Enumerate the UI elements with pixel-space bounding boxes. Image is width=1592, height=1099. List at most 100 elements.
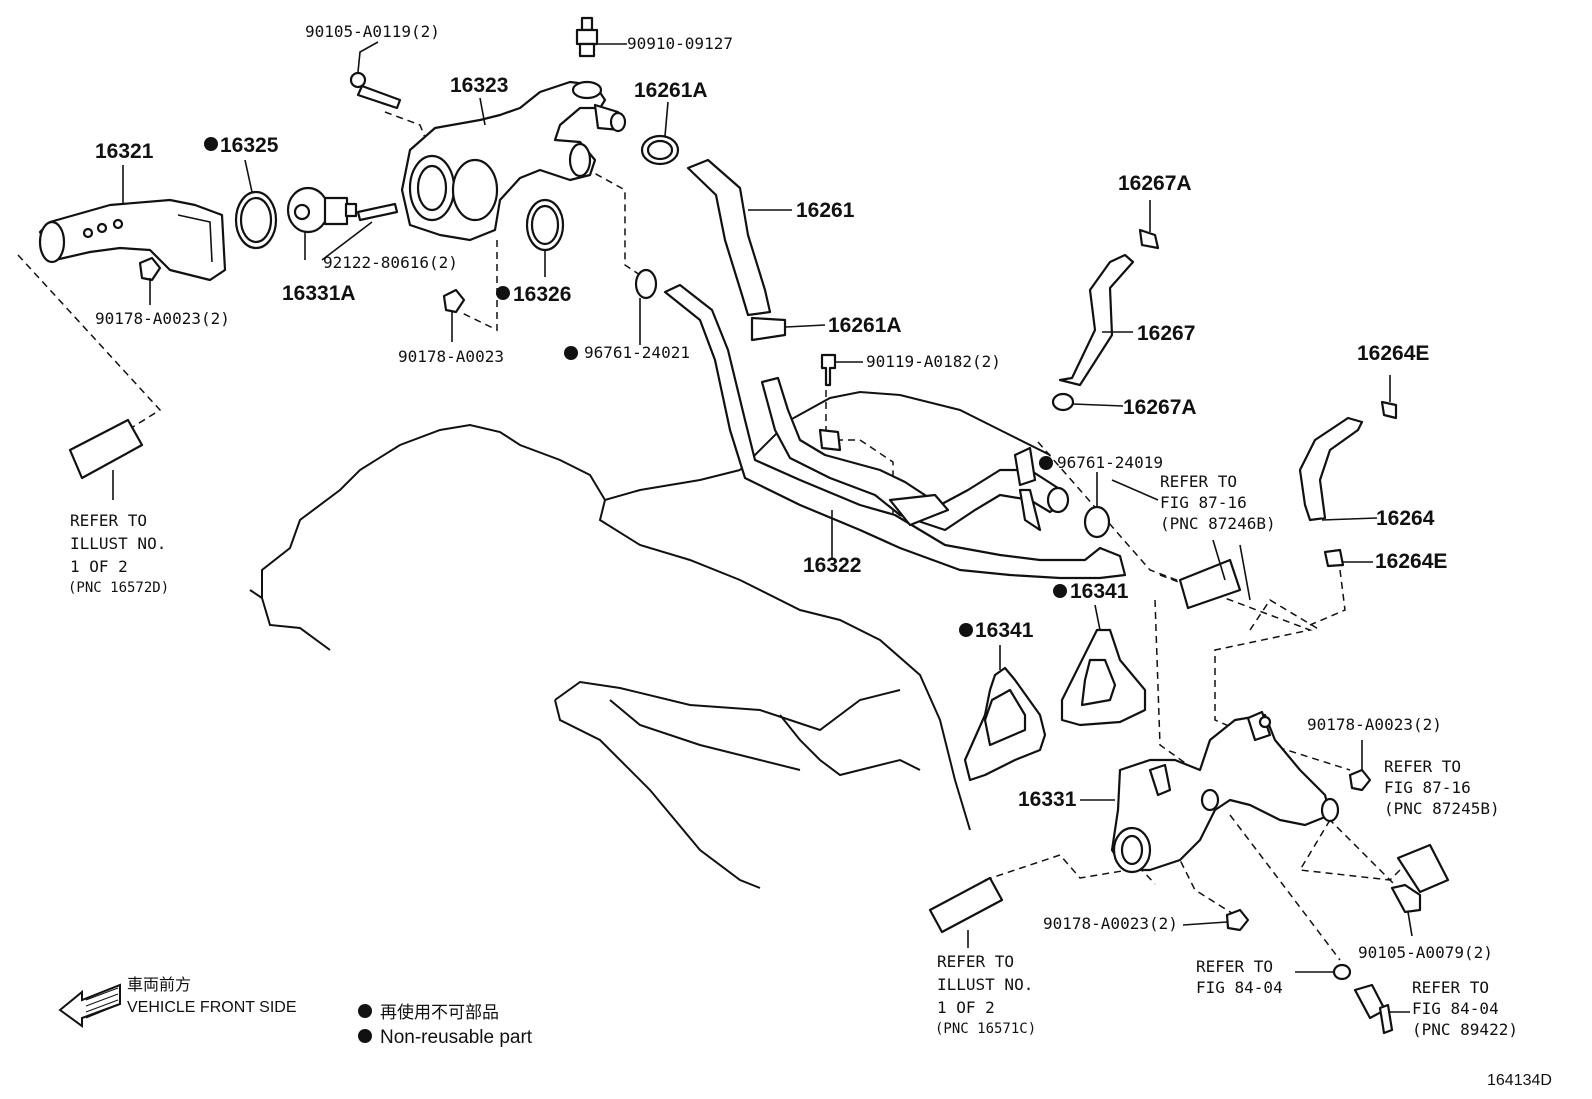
non-reusable-mark-16326 [496,286,510,300]
label-90178-A0023-right: 90178-A0023(2) [1307,715,1442,734]
legend-dot-en [358,1029,372,1043]
refer-fig8716-lower: REFER TO FIG 87-16 (PNC 87245B) [1384,757,1500,818]
label-90178-A0023-left: 90178-A0023(2) [95,309,230,328]
refer-left-line3: 1 OF 2 [70,557,128,576]
water-bypass-pipe-16322 [663,283,1127,580]
label-16261: 16261 [796,199,855,222]
refer-fig8404-line1: REFER TO [1196,957,1273,976]
label-16267A-top: 16267A [1118,172,1192,195]
hose-16261 [686,158,772,317]
refer-bottom-line3: 1 OF 2 [937,998,995,1017]
hose-stub-fig8716-lower [1396,843,1450,894]
water-inlet-16331 [1110,710,1340,874]
refer-bottom-line1: REFER TO [937,952,1014,971]
water-inlet-housing-16323 [400,80,627,242]
nut-90178-right [1348,768,1372,792]
engine-block-outline [249,390,1051,889]
refer-fig8716-upper-line1: REFER TO [1160,472,1237,491]
refer-fig8716-lower-line1: REFER TO [1384,757,1461,776]
water-outlet-16321 [38,198,227,282]
oring-96761-24019 [1083,505,1111,539]
refer-left-line2: ILLUST NO. [70,534,166,553]
hose-stub-left [68,418,144,500]
vehicle-front-arrow [58,983,121,1028]
part-labels: 90105-A0119(2) 90910-09127 16323 16261A … [95,22,1493,962]
bolt-90105-A0079 [1390,883,1422,914]
clamp-16261A-bottom [750,316,787,342]
hose-stub-bottom [928,876,1004,948]
refer-bottom: REFER TO ILLUST NO. 1 OF 2 (PNC 16571C) [935,952,1036,1037]
thermostat-16331A [286,186,358,234]
refer-fig8404-pnc-line2: FIG 84-04 [1412,999,1499,1018]
legend-dot-jp [358,1004,372,1018]
label-16264: 16264 [1376,507,1435,530]
label-16341-a: 16341 [975,619,1034,642]
hose-16264 [1298,416,1364,522]
label-leaders [122,41,1413,1013]
label-90105-A0119: 90105-A0119(2) [305,22,440,41]
clamp-16261A-top [640,134,680,166]
bolt-90119 [818,353,842,452]
label-16267: 16267 [1137,322,1195,345]
hose-16267 [1058,253,1135,387]
label-90105-A0079: 90105-A0079(2) [1358,943,1493,962]
label-96761-24021: 96761-24021 [584,343,690,362]
label-16267A-bottom: 16267A [1123,396,1197,419]
refer-fig8404-pnc-line3: (PNC 89422) [1412,1020,1518,1039]
refer-bottom-line4: (PNC 16571C) [935,1021,1036,1037]
label-16323: 16323 [450,74,508,97]
refer-fig8716-upper: REFER TO FIG 87-16 (PNC 87246B) [1160,472,1276,533]
label-90178-A0023-bottom: 90178-A0023(2) [1043,914,1178,933]
refer-left-line1: REFER TO [70,511,147,530]
refer-fig8404: REFER TO FIG 84-04 [1196,957,1283,997]
label-16261A-bottom: 16261A [828,314,902,337]
label-16264E-bottom: 16264E [1375,550,1447,573]
stud-92122 [356,202,399,222]
label-16326: 16326 [513,283,571,306]
label-92122-80616: 92122-80616(2) [323,253,458,272]
direction-label-jp: 車両前方 [127,976,191,994]
figure-id: 164134D [1487,1072,1552,1089]
label-90119-A0182: 90119-A0182(2) [866,352,1001,371]
label-16341-b: 16341 [1070,580,1129,603]
gasket-16341-left [963,666,1047,782]
refer-fig8404-pnc-line1: REFER TO [1412,978,1489,997]
label-96761-24019: 96761-24019 [1057,453,1163,472]
label-16261A-top: 16261A [634,79,708,102]
oring-96761-24021 [634,268,658,300]
refer-fig8716-upper-line3: (PNC 87246B) [1160,514,1276,533]
clamp-16264E-top [1380,400,1398,420]
refer-left-line4: (PNC 16572D) [68,580,169,596]
sensor-fig8404 [1353,983,1394,1035]
refer-fig8716-upper-line2: FIG 87-16 [1160,493,1247,512]
refer-fig8404-pnc: REFER TO FIG 84-04 (PNC 89422) [1412,978,1518,1039]
label-16331A: 16331A [282,282,356,305]
refer-fig8404-line2: FIG 84-04 [1196,978,1283,997]
legend-label-en: Non-reusable part [380,1027,533,1048]
legend-label-jp: 再使用不可部品 [380,1002,499,1022]
label-16322: 16322 [803,554,861,577]
refer-fig8716-lower-line3: (PNC 87245B) [1384,799,1500,818]
non-reusable-mark-16341-b [1053,584,1067,598]
clamp-16267A-bottom [1051,392,1075,412]
label-16264E-top: 16264E [1357,342,1429,365]
label-16321: 16321 [95,140,154,163]
label-16325: 16325 [220,134,279,157]
clamp-16264E-bottom [1323,548,1345,568]
hose-stub-fig8716-upper [1178,539,1251,610]
non-reusable-mark-96761-24021 [564,346,578,360]
direction-label-en: VEHICLE FRONT SIDE [127,999,297,1016]
gasket-16325 [234,190,278,250]
non-reusable-mark-96761-24019 [1039,456,1053,470]
non-reusable-mark-16325 [204,137,218,151]
refer-left: REFER TO ILLUST NO. 1 OF 2 (PNC 16572D) [68,511,169,596]
washer-fig8404 [1332,963,1352,981]
nut-90178-middle [442,288,466,314]
label-16331: 16331 [1018,788,1077,811]
sensor-90910 [575,16,599,58]
refer-fig8716-lower-line2: FIG 87-16 [1384,778,1471,797]
clamp-16267A-top [1138,228,1160,250]
gasket-16341-right [1060,628,1147,727]
refer-bottom-line2: ILLUST NO. [937,975,1033,994]
